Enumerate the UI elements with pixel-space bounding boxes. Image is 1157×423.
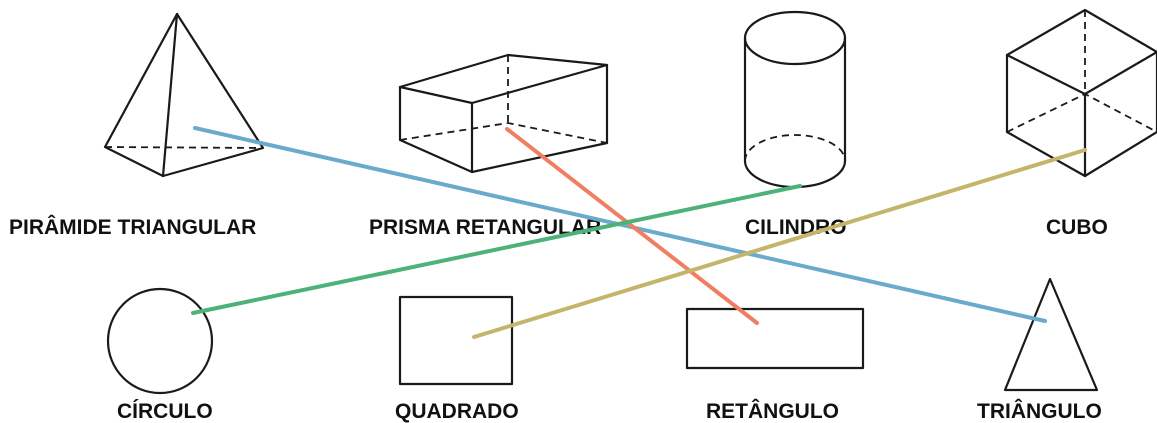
label-prisma-retangular: PRISMA RETANGULAR bbox=[369, 216, 601, 239]
label-piramide-triangular: PIRÂMIDE TRIANGULAR bbox=[9, 215, 256, 239]
cube-figure bbox=[1005, 8, 1157, 178]
triangular-pyramid-figure bbox=[103, 12, 265, 178]
circle-shape bbox=[106, 287, 214, 395]
label-quadrado: QUADRADO bbox=[395, 400, 519, 423]
rectangle-shape bbox=[685, 307, 865, 370]
connector-cilindro-circulo bbox=[191, 184, 802, 315]
label-triangulo: TRIÂNGULO bbox=[977, 399, 1102, 423]
label-circulo: CÍRCULO bbox=[117, 400, 213, 423]
label-retangulo: RETÂNGULO bbox=[706, 399, 839, 423]
connector-prisma-retangulo bbox=[505, 127, 759, 325]
rectangular-prism-figure bbox=[398, 53, 609, 174]
cylinder-figure bbox=[743, 10, 847, 189]
label-cubo: CUBO bbox=[1046, 216, 1108, 239]
triangle-shape bbox=[1003, 277, 1099, 392]
label-cilindro: CILINDRO bbox=[745, 216, 847, 239]
square-shape bbox=[398, 295, 514, 386]
connector-cubo-quadrado bbox=[472, 148, 1087, 339]
